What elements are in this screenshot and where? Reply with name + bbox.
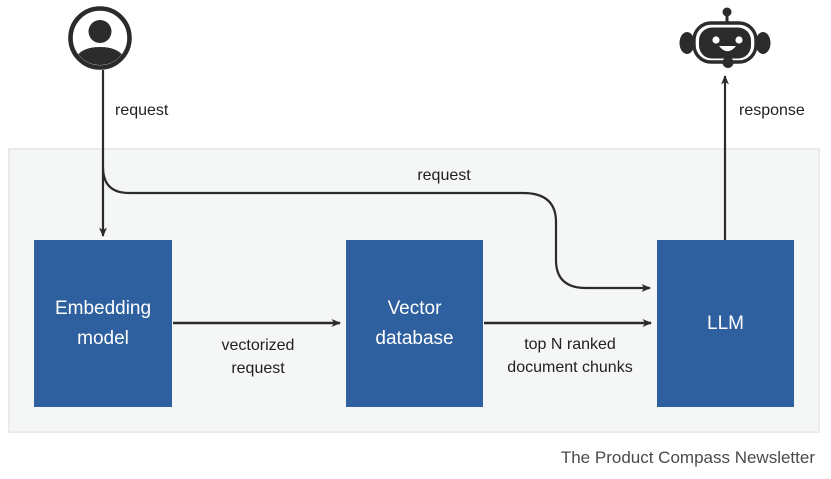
footer-credit: The Product Compass Newsletter [560,448,815,467]
label-response: response [739,102,805,119]
robot-icon [679,7,771,68]
node-embedding-model-label: Embedding model [54,297,152,349]
user-icon [68,6,132,70]
node-vector-database: Vector database [346,240,483,407]
label-pipeline-request: request [417,167,471,184]
label-vectorized-request: vectorized request [221,337,295,377]
label-user-request: request [115,102,169,119]
label-top-n-ranked-chunks: top N ranked document chunks [507,336,633,376]
node-llm-label: LLM [707,312,744,334]
node-llm: LLM [657,240,794,407]
node-embedding-model: Embedding model [34,240,172,407]
node-vector-database-label: Vector database [375,297,454,349]
